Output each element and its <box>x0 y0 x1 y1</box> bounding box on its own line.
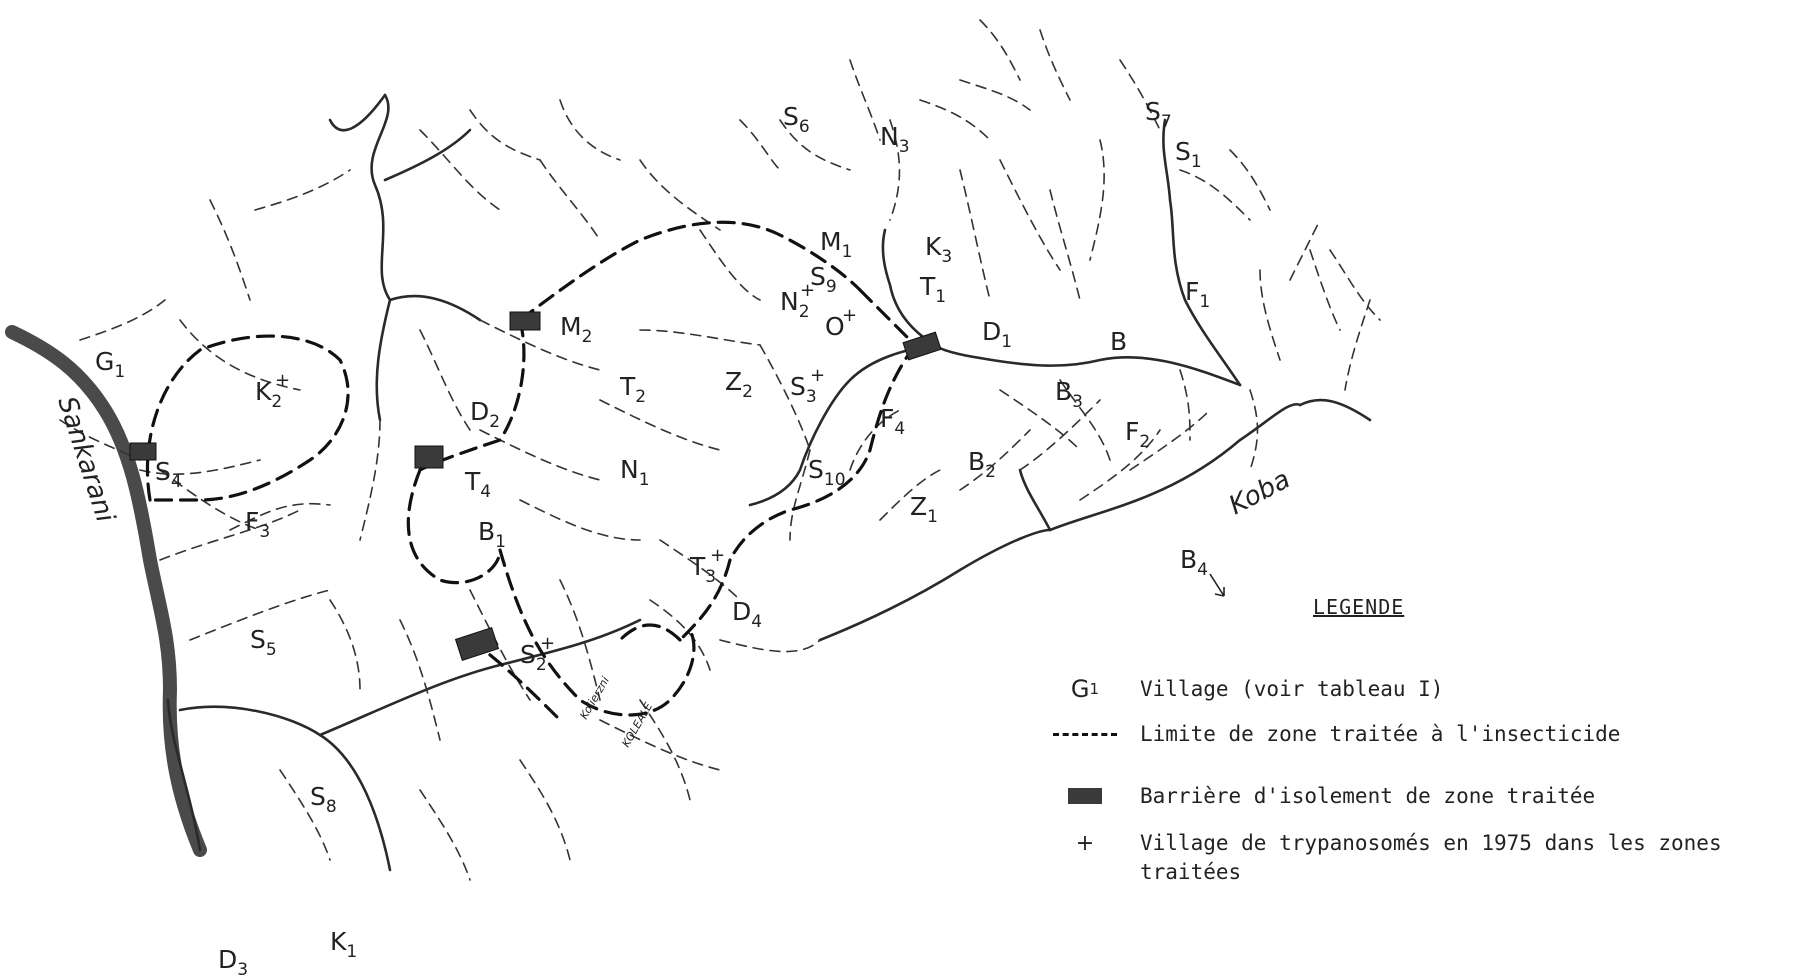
village-label-s9: S9 <box>810 262 837 297</box>
village-label-g1: G1 <box>95 347 125 382</box>
village-label-f2: F2 <box>1125 417 1150 452</box>
sankarani-river <box>5 325 207 857</box>
village-label-n2: N2 <box>780 287 810 322</box>
village-label-n3: N3 <box>880 122 910 157</box>
village-label-b1: B1 <box>478 517 506 552</box>
legend-row-trypanosome: + Village de trypanosomés en 1975 dans l… <box>1030 829 1810 887</box>
trypanosome-plus-icon: + <box>710 545 725 566</box>
barrier-blocks <box>129 311 942 661</box>
village-label-t2: T2 <box>619 372 646 407</box>
legend-plus-icon: + <box>1030 829 1140 857</box>
village-label-b: B <box>1110 327 1127 356</box>
legend-symbol-sub: 1 <box>1089 680 1100 698</box>
village-label-s2: S2 <box>520 640 547 675</box>
barrier-block <box>454 627 500 661</box>
legend-text-barrier: Barrière d'isolement de zone traitée <box>1140 784 1596 808</box>
village-label-f3: F3 <box>245 507 270 542</box>
village-label-k2: K2 <box>255 377 282 412</box>
trypanosome-plus-icon: + <box>800 280 815 301</box>
village-label-d4: D4 <box>732 597 762 632</box>
village-label-t4: T4 <box>464 467 491 502</box>
village-label-d1: D1 <box>982 317 1012 352</box>
village-label-s10: S10 <box>808 455 846 490</box>
legend-barrier-icon <box>1030 782 1140 810</box>
barrier-block <box>509 311 541 331</box>
legend-row-barrier: Barrière d'isolement de zone traitée <box>1030 782 1810 811</box>
main-rivers <box>166 93 1372 872</box>
village-label-t1: T1 <box>919 272 946 307</box>
village-label-k3: K3 <box>925 232 952 267</box>
village-label-o: O <box>825 312 845 341</box>
trypanosome-plus-icon: + <box>842 305 857 326</box>
village-label-d3: D3 <box>218 945 248 978</box>
village-label-d2: D2 <box>470 397 500 432</box>
barrier-block <box>414 445 444 469</box>
village-label-s5: S5 <box>250 625 277 660</box>
stream-network <box>59 19 1381 881</box>
trypanosome-plus-icon: + <box>275 370 290 391</box>
village-label-f1: F1 <box>1185 277 1210 312</box>
legend-dash-icon <box>1030 720 1140 748</box>
trypanosome-plus-icon: + <box>810 365 825 386</box>
village-label-s6: S6 <box>783 102 810 137</box>
legend-text-village: Village (voir tableau I) <box>1140 677 1444 701</box>
village-label-s3: S3 <box>790 372 817 407</box>
village-label-n1: N1 <box>620 455 650 490</box>
legend-row-zone: Limite de zone traitée à l'insecticide <box>1030 720 1810 749</box>
legend-text-trypanosome: Village de trypanosomés en 1975 dans les… <box>1140 831 1722 884</box>
village-label-s1: S1 <box>1175 137 1202 172</box>
village-label-t3: T3 <box>689 552 716 587</box>
village-label-b4: B4 <box>1180 545 1208 580</box>
legend-symbol-g: G <box>1070 675 1090 703</box>
village-label-s4: S4 <box>155 457 182 492</box>
village-label-b3: B3 <box>1055 377 1083 412</box>
village-label-f4: F4 <box>880 404 905 439</box>
legend-text-zone: Limite de zone traitée à l'insecticide <box>1140 722 1621 746</box>
village-label-s8: S8 <box>310 782 337 817</box>
legend-title: LEGENDE <box>1313 595 1405 619</box>
koleale-label: KOLEALE <box>619 700 655 749</box>
village-label-s7: S7 <box>1145 97 1172 132</box>
village-label-m2: M2 <box>560 312 592 347</box>
barrier-block <box>902 331 942 361</box>
village-label-k1: K1 <box>330 927 357 962</box>
village-label-z1: Z1 <box>910 492 938 527</box>
koba-label: Koba <box>1224 464 1295 521</box>
b4-arrow <box>1209 573 1225 597</box>
village-label-b2: B2 <box>968 447 996 482</box>
village-label-m1: M1 <box>820 227 852 262</box>
legend-plus-glyph: + <box>1075 830 1095 856</box>
barrier-block <box>129 442 157 461</box>
trypanosome-plus-icon: + <box>540 633 555 654</box>
village-label-z2: Z2 <box>725 367 753 402</box>
